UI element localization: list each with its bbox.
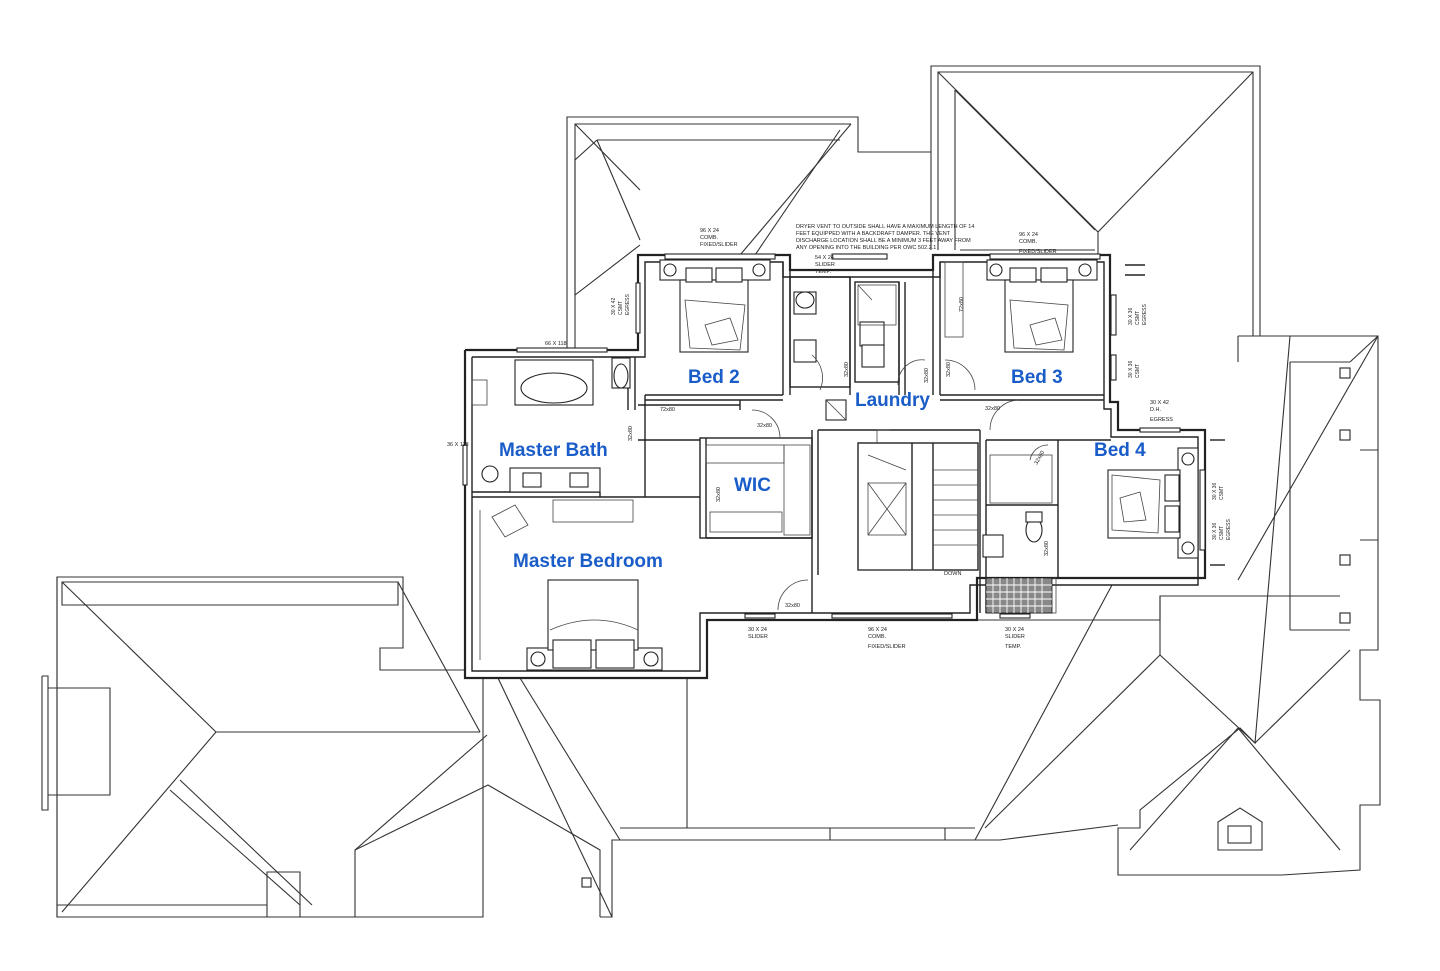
svg-text:D.H.: D.H.	[1150, 407, 1161, 413]
room-labels: Bed 2 Bed 3 Bed 4 Laundry Master Bath WI…	[499, 367, 1146, 572]
svg-text:96 X 24: 96 X 24	[1019, 232, 1038, 238]
master-bed	[491, 504, 663, 671]
svg-text:CSMT: CSMT	[1219, 526, 1225, 540]
svg-text:32x80: 32x80	[924, 368, 930, 383]
svg-text:30 X 24: 30 X 24	[748, 627, 767, 633]
svg-text:CSMT: CSMT	[618, 301, 624, 315]
svg-text:COMB.: COMB.	[700, 235, 719, 241]
bath-fixtures-upper	[793, 284, 897, 421]
svg-text:DISCHARGE LOCATION SHALL BE A: DISCHARGE LOCATION SHALL BE A MINIMUM 3 …	[796, 238, 971, 244]
room-label-bed-3: Bed 3	[1011, 367, 1063, 388]
roof-top-left	[566, 116, 931, 348]
staircase	[857, 429, 979, 571]
svg-text:36 X 118: 36 X 118	[447, 442, 469, 448]
svg-text:TEMP.: TEMP.	[815, 269, 832, 275]
svg-text:66 X 118: 66 X 118	[545, 341, 567, 347]
svg-text:30 X 36: 30 X 36	[1212, 523, 1218, 540]
svg-text:30 X 42: 30 X 42	[1150, 400, 1169, 406]
room-label-bed-4: Bed 4	[1094, 440, 1146, 461]
master-bath-fixtures	[471, 357, 631, 493]
room-label-laundry: Laundry	[855, 390, 930, 411]
svg-text:SLIDER: SLIDER	[1005, 634, 1025, 640]
dryer-vent-note: DRYER VENT TO OUTSIDE SHALL HAVE A MAXIM…	[796, 224, 974, 251]
svg-text:EGRESS: EGRESS	[1150, 417, 1173, 423]
svg-text:FIXED/SLIDER: FIXED/SLIDER	[700, 242, 738, 248]
tile-shower	[985, 577, 1053, 614]
svg-text:30 X 36: 30 X 36	[1128, 308, 1134, 325]
svg-text:96 X 24: 96 X 24	[700, 228, 719, 234]
roof-left	[41, 576, 601, 918]
svg-text:32x80: 32x80	[985, 406, 1000, 412]
roof-right	[1117, 335, 1381, 876]
svg-text:ANY OPENING INTO THE BUILDING: ANY OPENING INTO THE BUILDING PER OWC 50…	[796, 245, 936, 251]
windows	[462, 253, 1351, 624]
svg-text:54 X 24: 54 X 24	[815, 255, 834, 261]
svg-text:SLIDER: SLIDER	[748, 634, 768, 640]
svg-text:30 X 36: 30 X 36	[1128, 361, 1134, 378]
svg-text:30 X 42: 30 X 42	[611, 298, 617, 315]
room-label-bed-2: Bed 2	[688, 367, 740, 388]
svg-text:32x80: 32x80	[716, 487, 722, 502]
svg-text:96 X 24: 96 X 24	[868, 627, 887, 633]
svg-text:32x80: 32x80	[844, 362, 850, 377]
svg-text:DRYER VENT TO OUTSIDE SHALL HA: DRYER VENT TO OUTSIDE SHALL HAVE A MAXIM…	[796, 224, 974, 230]
svg-text:CSMT: CSMT	[1135, 311, 1141, 325]
svg-text:SLIDER: SLIDER	[815, 262, 835, 268]
svg-text:32x80: 32x80	[946, 362, 952, 377]
door-swings	[751, 354, 1049, 611]
bed4-bath-fixtures	[982, 511, 1057, 614]
svg-text:FIXED/SLIDER: FIXED/SLIDER	[1019, 249, 1057, 255]
svg-text:30 X 36: 30 X 36	[1212, 483, 1218, 500]
svg-text:32x80: 32x80	[628, 426, 634, 441]
svg-text:CSMT: CSMT	[1135, 364, 1141, 378]
svg-text:FEET EQUIPPED WITH A BACKDRAFT: FEET EQUIPPED WITH A BACKDRAFT DAMPER. T…	[796, 231, 951, 237]
room-label-master-bedroom: Master Bedroom	[513, 551, 663, 572]
bed-3-bed	[986, 259, 1098, 353]
svg-text:32x80: 32x80	[1044, 541, 1050, 556]
bed-4-bed	[1107, 447, 1199, 559]
room-label-wic: WIC	[734, 475, 771, 496]
window-notes: 96 X 24 COMB. FIXED/SLIDER 54 X 24 SLIDE…	[447, 228, 1232, 650]
room-label-master-bath: Master Bath	[499, 440, 608, 461]
svg-text:FIXED/SLIDER: FIXED/SLIDER	[868, 644, 906, 650]
svg-text:EGRESS: EGRESS	[625, 293, 631, 315]
svg-text:DOWN: DOWN	[944, 571, 961, 577]
svg-text:32x80: 32x80	[1034, 450, 1047, 466]
bed-2-bed	[659, 259, 771, 353]
svg-text:EGRESS: EGRESS	[1142, 303, 1148, 325]
svg-text:72x80: 72x80	[959, 297, 965, 312]
svg-text:CSMT: CSMT	[1219, 486, 1225, 500]
svg-text:72x80: 72x80	[660, 407, 675, 413]
roof-top-right	[930, 65, 1261, 337]
svg-text:COMB.: COMB.	[1019, 239, 1038, 245]
svg-text:EGRESS: EGRESS	[1226, 518, 1232, 540]
svg-text:30 X 24: 30 X 24	[1005, 627, 1024, 633]
svg-text:TEMP.: TEMP.	[1005, 644, 1022, 650]
svg-text:32x80: 32x80	[785, 603, 800, 609]
svg-text:32x80: 32x80	[757, 423, 772, 429]
svg-text:COMB.: COMB.	[868, 634, 887, 640]
